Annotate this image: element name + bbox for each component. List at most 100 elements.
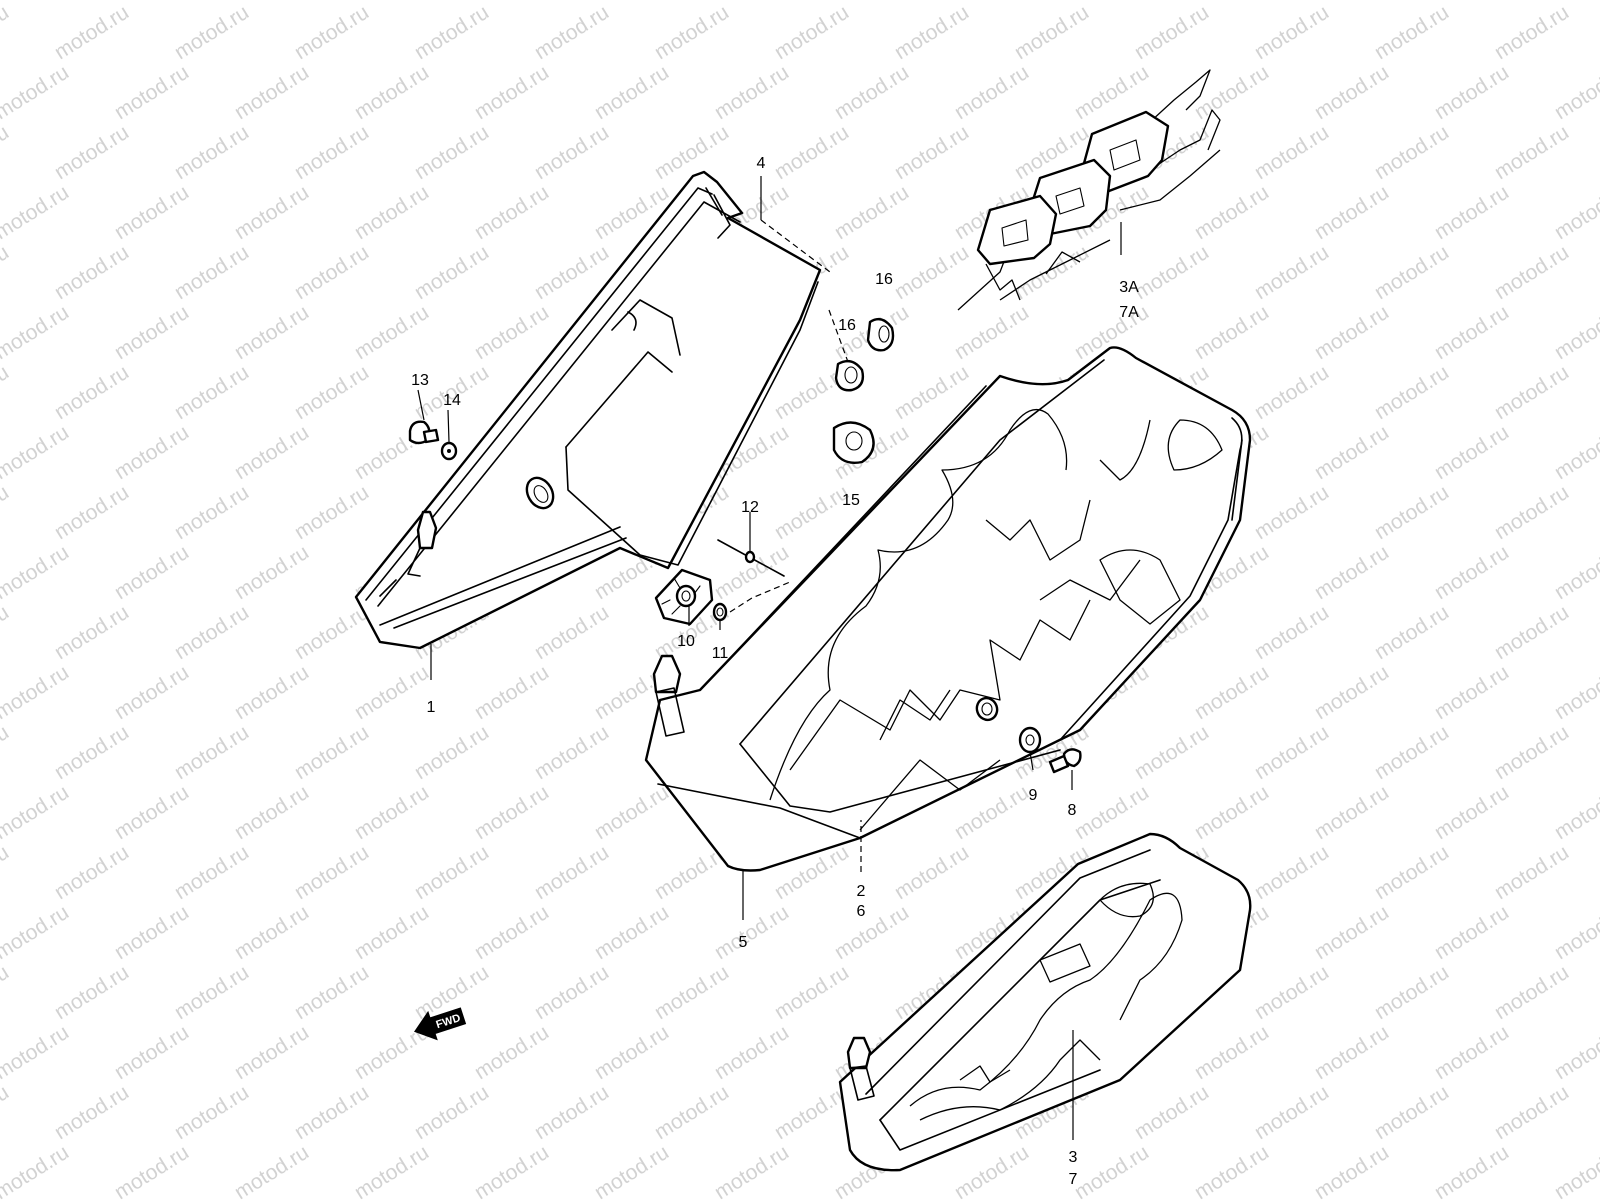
callout-10: 10 (677, 633, 695, 650)
watermark-text: motod.ru (50, 721, 132, 784)
watermark-text: motod.ru (830, 0, 912, 4)
watermark-text: motod.ru (1370, 121, 1452, 184)
watermark-text: motod.ru (350, 661, 432, 724)
screw-13[interactable] (408, 420, 440, 445)
watermark-text: motod.ru (230, 661, 312, 724)
callout-5: 5 (739, 934, 748, 951)
washer-14[interactable] (440, 441, 458, 461)
watermark-text: motod.ru (1190, 661, 1272, 724)
watermark-text: motod.ru (830, 61, 912, 124)
watermark-text: motod.ru (1430, 61, 1512, 124)
watermark-text: motod.ru (170, 1, 252, 64)
watermark-text: motod.ru (230, 781, 312, 844)
watermark-text: motod.ru (1250, 361, 1332, 424)
watermark-text: motod.ru (1490, 481, 1572, 544)
watermark-text: motod.ru (530, 721, 612, 784)
watermark-text: motod.ru (1550, 541, 1600, 604)
watermark-text: motod.ru (0, 601, 13, 664)
watermark-text: motod.ru (110, 541, 192, 604)
watermark-text: motod.ru (470, 181, 552, 244)
watermark-text: motod.ru (110, 661, 192, 724)
watermark-text: motod.ru (650, 121, 732, 184)
watermark-text: motod.ru (950, 0, 1032, 4)
watermark-text: motod.ru (1130, 241, 1212, 304)
callout-6: 6 (857, 903, 866, 920)
watermark-text: motod.ru (470, 0, 552, 4)
watermark-text: motod.ru (170, 1081, 252, 1144)
watermark-text: motod.ru (1430, 181, 1512, 244)
watermark-text: motod.ru (290, 121, 372, 184)
watermark-text: motod.ru (1190, 781, 1272, 844)
watermark-text: motod.ru (350, 901, 432, 964)
watermark-text: motod.ru (170, 241, 252, 304)
watermark-text: motod.ru (350, 1141, 432, 1200)
watermark-text: motod.ru (470, 61, 552, 124)
grommet-16-lower[interactable] (834, 359, 865, 392)
watermark-text: motod.ru (890, 121, 972, 184)
watermark-text: motod.ru (1550, 61, 1600, 124)
watermark-text: motod.ru (1550, 661, 1600, 724)
screw-8[interactable] (1048, 748, 1082, 774)
emblem-decal-3a-7a[interactable] (957, 69, 1221, 311)
watermark-text: motod.ru (770, 961, 852, 1024)
frame-cover-part-1[interactable] (354, 170, 822, 650)
watermark-text: motod.ru (1370, 1081, 1452, 1144)
watermark-text: motod.ru (1550, 301, 1600, 364)
watermark-text: motod.ru (1370, 241, 1452, 304)
side-cover-part-5[interactable] (644, 346, 1252, 872)
watermark-text: motod.ru (110, 421, 192, 484)
washer-9[interactable] (1018, 726, 1042, 754)
watermark-text: motod.ru (530, 601, 612, 664)
watermark-text: motod.ru (1490, 961, 1572, 1024)
watermark-text: motod.ru (1310, 1141, 1392, 1200)
watermark-text: motod.ru (1370, 481, 1452, 544)
watermark-text: motod.ru (50, 481, 132, 544)
callout-9: 9 (1029, 787, 1038, 804)
callout-14: 14 (443, 392, 461, 409)
grommet-15[interactable] (832, 421, 875, 464)
watermark-text: motod.ru (290, 601, 372, 664)
watermark-text: motod.ru (170, 361, 252, 424)
grommet-16-upper[interactable] (866, 317, 895, 352)
watermark-text: motod.ru (1130, 1081, 1212, 1144)
watermark-text: motod.ru (1250, 1081, 1332, 1144)
watermark-text: motod.ru (110, 901, 192, 964)
watermark-text: motod.ru (950, 781, 1032, 844)
watermark-text: motod.ru (1370, 1, 1452, 64)
watermark-text: motod.ru (1130, 1, 1212, 64)
watermark-text: motod.ru (470, 661, 552, 724)
watermark-text: motod.ru (1430, 421, 1512, 484)
clip-nut-10[interactable] (654, 568, 714, 626)
watermark-text: motod.ru (590, 0, 672, 4)
watermark-text: motod.ru (290, 481, 372, 544)
watermark-text: motod.ru (770, 121, 852, 184)
watermark-text: motod.ru (890, 361, 972, 424)
watermark-text: motod.ru (710, 0, 792, 4)
callout-3: 3 (1069, 1149, 1078, 1166)
watermark-text: motod.ru (0, 361, 13, 424)
watermark-text: motod.ru (0, 241, 13, 304)
watermark-text: motod.ru (530, 1081, 612, 1144)
nut-11[interactable] (712, 602, 728, 622)
watermark-text: motod.ru (50, 121, 132, 184)
watermark-text: motod.ru (1370, 721, 1452, 784)
callout-13: 13 (411, 372, 429, 389)
watermark-text: motod.ru (110, 61, 192, 124)
watermark-text: motod.ru (470, 1021, 552, 1084)
watermark-text: motod.ru (0, 781, 73, 844)
watermark-text: motod.ru (1190, 1141, 1272, 1200)
watermark-text: motod.ru (110, 1021, 192, 1084)
watermark-text: motod.ru (290, 841, 372, 904)
watermark-text: motod.ru (0, 181, 73, 244)
callout-labels: 4 16 16 13 14 15 12 10 11 1 9 8 2 6 5 3A… (411, 155, 1139, 1188)
pin-12[interactable] (717, 539, 785, 577)
callout-7: 7 (1069, 1171, 1078, 1188)
watermark-text: motod.ru (230, 1141, 312, 1200)
watermark-text: motod.ru (0, 421, 73, 484)
watermark-text: motod.ru (1130, 721, 1212, 784)
watermark-text: motod.ru (710, 1021, 792, 1084)
side-cover-part-3[interactable] (838, 832, 1252, 1172)
watermark-text: motod.ru (230, 541, 312, 604)
watermark-text: motod.ru (0, 541, 73, 604)
watermark-text: motod.ru (650, 1081, 732, 1144)
